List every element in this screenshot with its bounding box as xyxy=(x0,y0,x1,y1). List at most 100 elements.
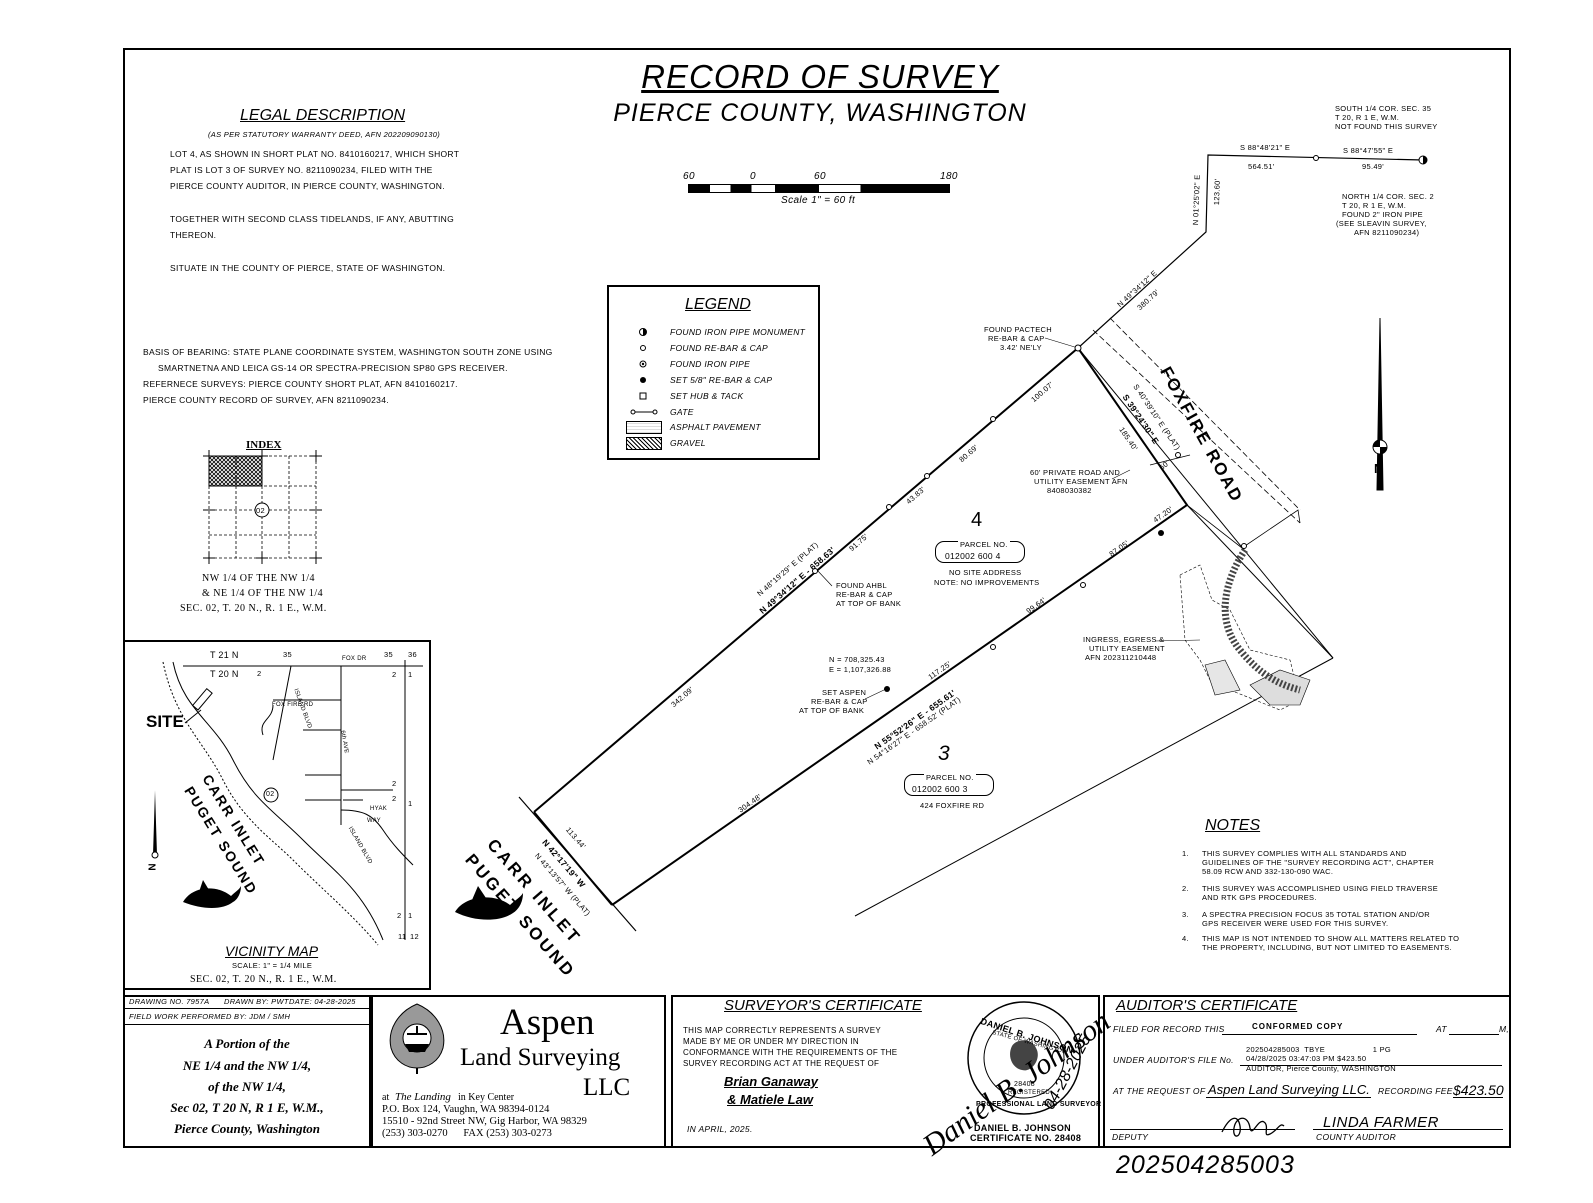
county-auditor-label: COUNTY AUDITOR xyxy=(1316,1132,1397,1142)
whale-icon xyxy=(183,880,241,908)
vic-label: 35 xyxy=(283,650,292,659)
client-name: Brian Ganaway xyxy=(724,1074,818,1089)
note-line: THIS MAP IS NOT INTENDED TO SHOW ALL MAT… xyxy=(1202,934,1460,943)
vic-label: 02 xyxy=(266,791,275,798)
legal-line: LOT 4, AS SHOWN IN SHORT PLAT NO. 841016… xyxy=(170,149,460,159)
parcel-number: 012002 600 4 xyxy=(945,551,1001,561)
legend-label: SET HUB & TACK xyxy=(670,391,744,401)
surveyor-text: MADE BY ME OR UNDER MY DIRECTION IN xyxy=(683,1037,859,1046)
legend-label: FOUND IRON PIPE xyxy=(670,359,751,369)
titleblock-info xyxy=(123,995,371,1148)
seal-text: PROFESSIONAL LAND SURVEYOR xyxy=(976,1101,1102,1108)
vicinity-map-lines xyxy=(151,660,423,946)
ahbl-note: FOUND AHBL xyxy=(836,581,887,590)
field-work: FIELD WORK PERFORMED BY: JDM / SMH xyxy=(129,1012,291,1021)
note-number: 3. xyxy=(1182,910,1189,919)
note-line: A SPECTRA PRECISION FOCUS 35 TOTAL STATI… xyxy=(1202,910,1430,919)
auditor-fee-label: RECORDING FEE xyxy=(1378,1086,1453,1096)
legal-heading: LEGAL DESCRIPTION xyxy=(240,107,406,124)
auditor-heading: AUDITOR'S CERTIFICATE xyxy=(1116,997,1298,1014)
legend-label: SET 5/8" RE-BAR & CAP xyxy=(670,375,773,385)
surveyor-text: SURVEY RECORDING ACT AT THE REQUEST OF xyxy=(683,1059,880,1068)
surveyor-certificate xyxy=(671,995,1100,1148)
lot4-boundary xyxy=(533,346,1189,906)
vic-label: 2 xyxy=(392,670,397,679)
vic-label: 12 xyxy=(410,932,419,941)
ingress-note: AFN 202311210448 xyxy=(1085,653,1157,662)
note-line: THIS SURVEY COMPLIES WITH ALL STANDARDS … xyxy=(1202,849,1407,858)
auditor-fee: $423.50 xyxy=(1453,1082,1504,1098)
drawing-number: DRAWING NO. 7957A xyxy=(129,997,210,1006)
legend-label: ASPHALT PAVEMENT xyxy=(670,422,761,432)
pactech-note: RE-BAR & CAP xyxy=(988,334,1045,343)
parcel-label: PARCEL NO. xyxy=(958,540,1010,549)
client-name: & Matiele Law xyxy=(727,1092,813,1107)
vicinity-north-arrow-icon xyxy=(151,790,159,859)
vic-label: 2 xyxy=(257,669,262,678)
coordinate-e: E = 1,107,326.88 xyxy=(829,665,892,674)
scale-bar xyxy=(688,184,950,193)
auditor-at: AT xyxy=(1436,1024,1447,1034)
company-address: 15510 - 92nd Street NW, Gig Harbor, WA 9… xyxy=(382,1116,587,1127)
note-number: 4. xyxy=(1182,934,1189,943)
company-name: Aspen xyxy=(500,1002,595,1043)
note-line: GUIDELINES OF THE "SURVEY RECORDING ACT"… xyxy=(1202,858,1435,867)
surveyor-heading: SURVEYOR'S CERTIFICATE xyxy=(724,997,922,1014)
ingress-note: UTILITY EASEMENT xyxy=(1089,644,1165,653)
file-number: 202504285003 xyxy=(1116,1151,1295,1179)
found-iron-pipe-monument-icon xyxy=(639,328,647,336)
scale-tick: 60 xyxy=(683,171,695,182)
company-name: LLC xyxy=(583,1074,631,1101)
found-rebar-cap-icon xyxy=(640,345,646,351)
north-label: N xyxy=(1374,461,1384,476)
portion-line: Sec 02, T 20 N, R 1 E, W.M., xyxy=(170,1100,324,1115)
legal-line: TOGETHER WITH SECOND CLASS TIDELANDS, IF… xyxy=(170,214,454,224)
vic-label: FOX DR xyxy=(342,656,367,662)
pactech-note: 3.42' NE'LY xyxy=(1000,343,1042,352)
vic-label: HYAK xyxy=(370,806,388,812)
vic-label: 11 xyxy=(398,932,407,941)
vic-label: 2 xyxy=(392,794,397,803)
index-center: 02 xyxy=(256,506,265,515)
auditor-name: LINDA FARMER xyxy=(1323,1114,1440,1131)
vic-label: T 20 N xyxy=(210,669,239,679)
set-rebar-cap-icon xyxy=(640,377,646,383)
company-phones: (253) 303-0270 FAX (253) 303-0273 xyxy=(382,1128,552,1139)
recording-stamp: 04/28/2025 03:47:03 PM $423.50 xyxy=(1246,1054,1367,1063)
index-heading: INDEX xyxy=(246,439,282,451)
vic-site-label: SITE xyxy=(146,712,184,731)
bearing-label: S 88°47'55" E xyxy=(1343,146,1394,155)
company-address: P.O. Box 124, Vaughn, WA 98394-0124 xyxy=(382,1104,550,1115)
auditor-request: AT THE REQUEST OF xyxy=(1113,1086,1206,1096)
corner-note: FOUND 2" IRON PIPE xyxy=(1342,210,1423,219)
bearing-label: S 88°48'21" E xyxy=(1240,143,1291,152)
site-address: NO SITE ADDRESS xyxy=(949,568,1022,577)
index-grid xyxy=(203,450,322,564)
deputy-signature-icon xyxy=(1221,1117,1285,1137)
index-caption: NW 1/4 OF THE NW 1/4 xyxy=(202,573,316,584)
corner-note: T 20, R 1 E, W.M. xyxy=(1342,201,1407,210)
whale-icon xyxy=(455,886,523,920)
corner-note: NORTH 1/4 COR. SEC. 2 xyxy=(1342,192,1435,201)
found-iron-pipe-icon xyxy=(639,360,647,368)
vic-label: FOX FIRE RD xyxy=(272,702,314,708)
company-at: at xyxy=(382,1092,390,1103)
seal-text: 28408 xyxy=(1014,1081,1035,1088)
distance-label: 95.49' xyxy=(1362,162,1385,171)
site-address: 424 FOXFIRE RD xyxy=(920,801,985,810)
parcel-number: 012002 600 3 xyxy=(912,784,968,794)
notes-heading: NOTES xyxy=(1205,817,1261,834)
corner-note: (SEE SLEAVIN SURVEY, xyxy=(1336,219,1427,228)
legal-line: SITUATE IN THE COUNTY OF PIERCE, STATE O… xyxy=(170,263,446,273)
drawn-by: DRAWN BY: PWT xyxy=(224,997,289,1006)
gravel-icon xyxy=(626,437,662,450)
vic-label: T 21 N xyxy=(210,650,239,660)
vicinity-heading: VICINITY MAP xyxy=(225,943,319,959)
seal-text: REGISTERED xyxy=(1008,1090,1051,1096)
aspen-note: SET ASPEN xyxy=(822,688,867,697)
legend-label: GATE xyxy=(670,407,694,417)
vic-label: 36 xyxy=(408,650,417,659)
aspen-note: AT TOP OF BANK xyxy=(799,706,865,715)
easement-note: 8408030382 xyxy=(1047,486,1092,495)
